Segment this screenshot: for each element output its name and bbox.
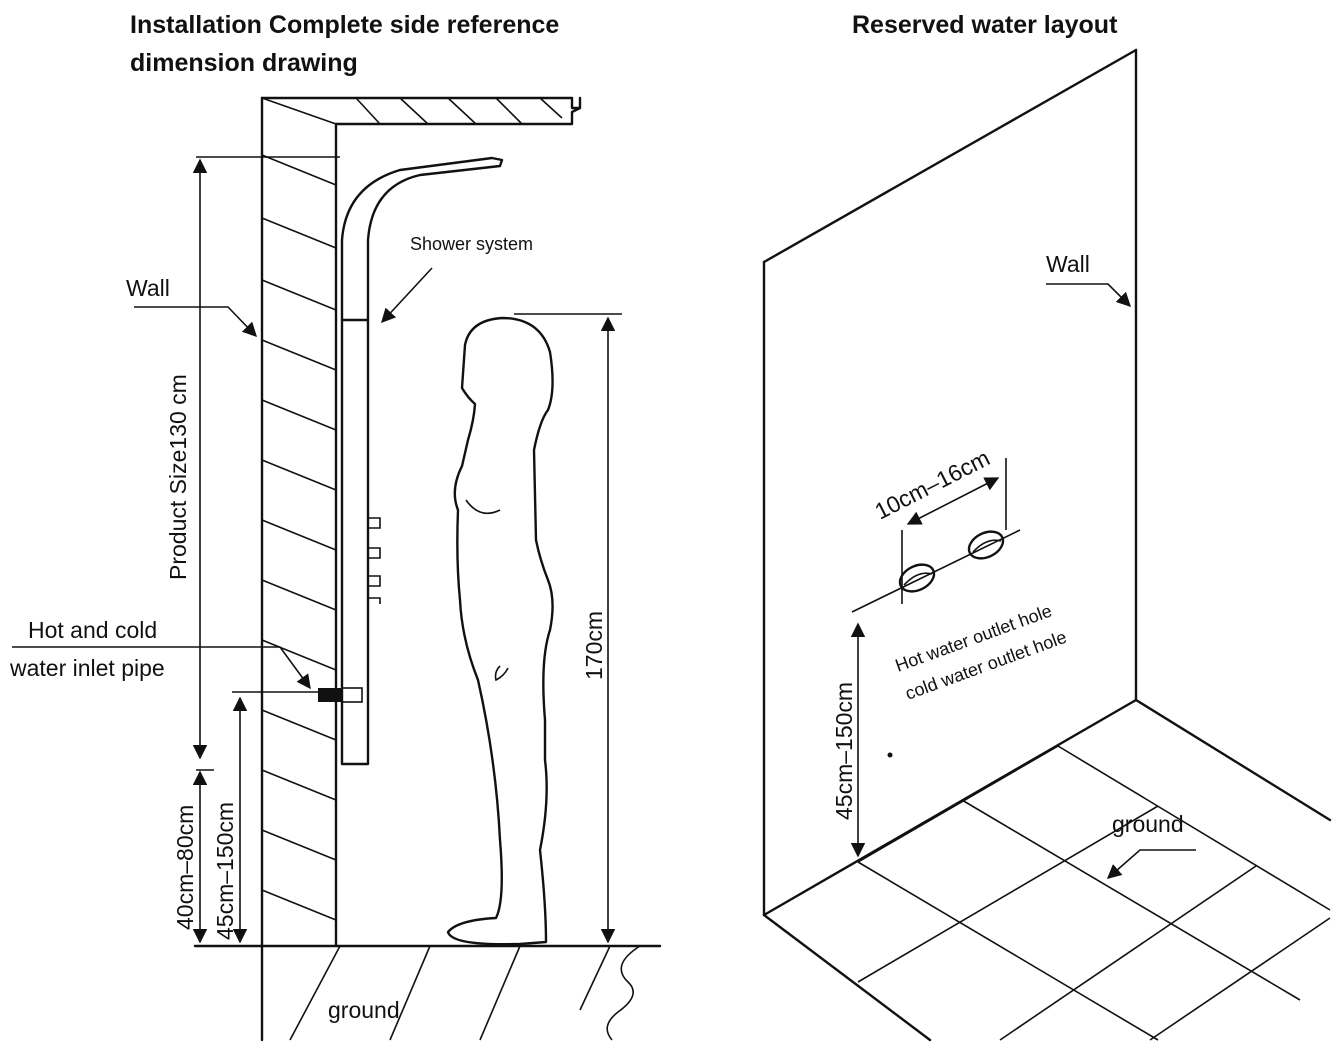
left-ground	[193, 944, 662, 1041]
wall-section	[260, 96, 338, 1042]
side-reference-panel: Installation Complete side reference dim…	[9, 11, 662, 1042]
product-size-label: Product Size130 cm	[165, 374, 191, 580]
right-title: Reserved water layout	[852, 11, 1118, 39]
left-wall-label: Wall	[126, 275, 170, 301]
wall-plane	[762, 48, 1138, 917]
inlet-pipe-icon	[318, 688, 342, 702]
outlet-holes	[851, 458, 1021, 613]
inlet-label-line2: water inlet pipe	[9, 655, 165, 681]
floor-tiles	[762, 698, 1332, 1042]
ceiling-slab	[260, 96, 582, 126]
right-wall-label: Wall	[1046, 251, 1090, 277]
left-ground-label: ground	[328, 997, 400, 1023]
water-layout-panel: Reserved water layout	[762, 11, 1332, 1042]
left-title-line1: Installation Complete side reference	[130, 11, 559, 39]
inlet-label-line1: Hot and cold	[28, 617, 157, 643]
dim-45-150-label: 45cm–150cm	[212, 802, 238, 940]
right-height-label: 45cm–150cm	[831, 682, 857, 820]
shower-system-label: Shower system	[410, 234, 533, 254]
right-ground-label: ground	[1112, 811, 1184, 837]
left-title-line2: dimension drawing	[130, 49, 358, 77]
person-silhouette	[446, 316, 554, 946]
dim-40-80-label: 40cm–80cm	[172, 805, 198, 930]
person-height-label: 170cm	[581, 611, 607, 680]
hot-water-outlet-hole	[898, 563, 936, 593]
shower-panel	[318, 156, 504, 766]
cold-water-outlet-hole	[967, 530, 1005, 560]
